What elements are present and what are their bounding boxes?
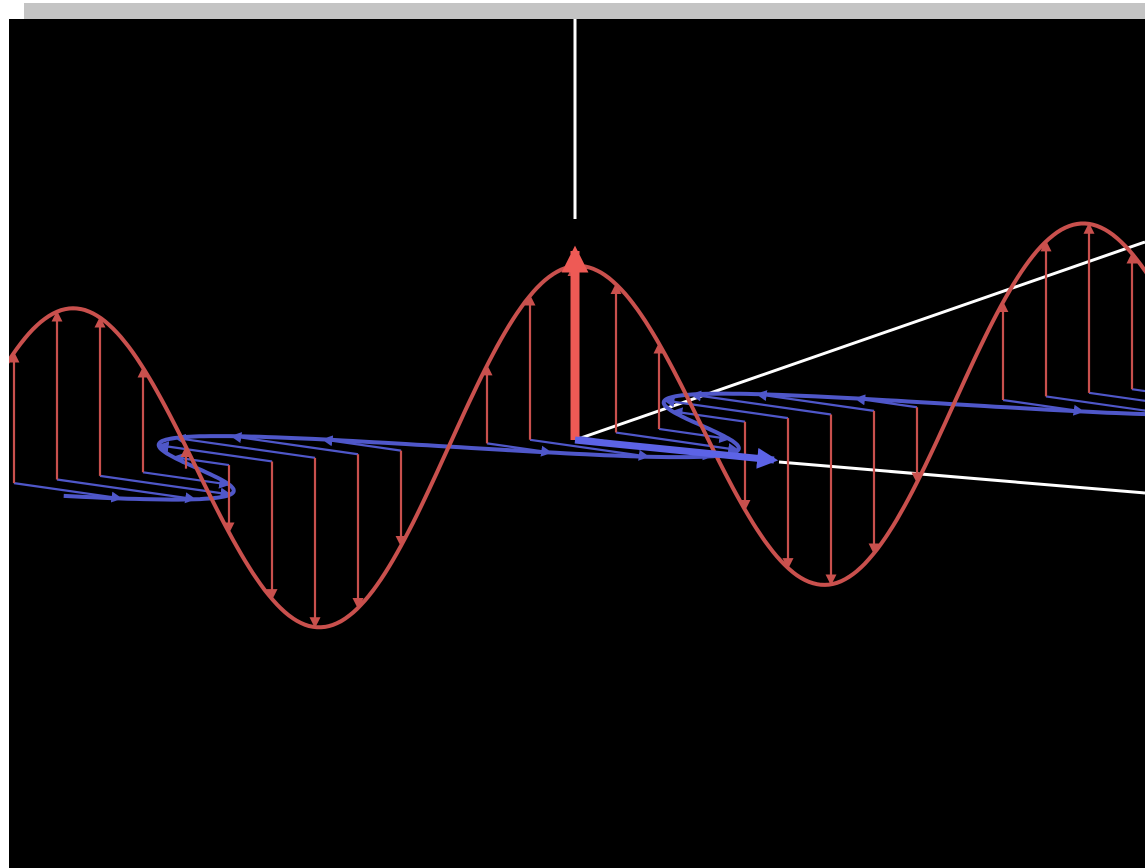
magnetic-field-wave xyxy=(63,391,1145,502)
magnetic-wave-curve xyxy=(63,391,1145,502)
magnetic-field-vector xyxy=(174,433,316,459)
origin-field-vectors xyxy=(561,245,779,469)
magnetic-field-vector xyxy=(1045,395,1145,412)
magnetic-field-vector xyxy=(172,453,230,467)
magnetic-field-vector xyxy=(755,390,875,412)
magnetic-field-vector xyxy=(690,390,832,416)
electric-field-vectors xyxy=(9,222,1138,629)
magnetic-field-vector xyxy=(671,407,746,423)
magnetic-field-vector xyxy=(1131,388,1145,393)
electromagnetic-wave-diagram xyxy=(9,19,1145,630)
magnetic-field-vector xyxy=(99,474,232,499)
magnetic-field-vector xyxy=(142,471,231,489)
magnetic-field-vector xyxy=(615,431,740,455)
magnetic-field-vector xyxy=(230,432,359,456)
magnetic-field-vector xyxy=(1088,391,1145,402)
magnetic-field-vector xyxy=(529,438,650,461)
magnetic-field-vector xyxy=(56,478,197,504)
horizontal-axis xyxy=(778,460,1145,495)
magnetic-field-vector xyxy=(157,441,273,463)
animation-canvas xyxy=(9,19,1145,868)
magnetic-field-vector xyxy=(663,396,789,420)
magnetic-field-origin-arrow xyxy=(574,436,779,469)
coordinate-axes xyxy=(573,19,1145,495)
window-top-bar xyxy=(24,3,1145,19)
magnetic-field-vector xyxy=(658,427,731,444)
